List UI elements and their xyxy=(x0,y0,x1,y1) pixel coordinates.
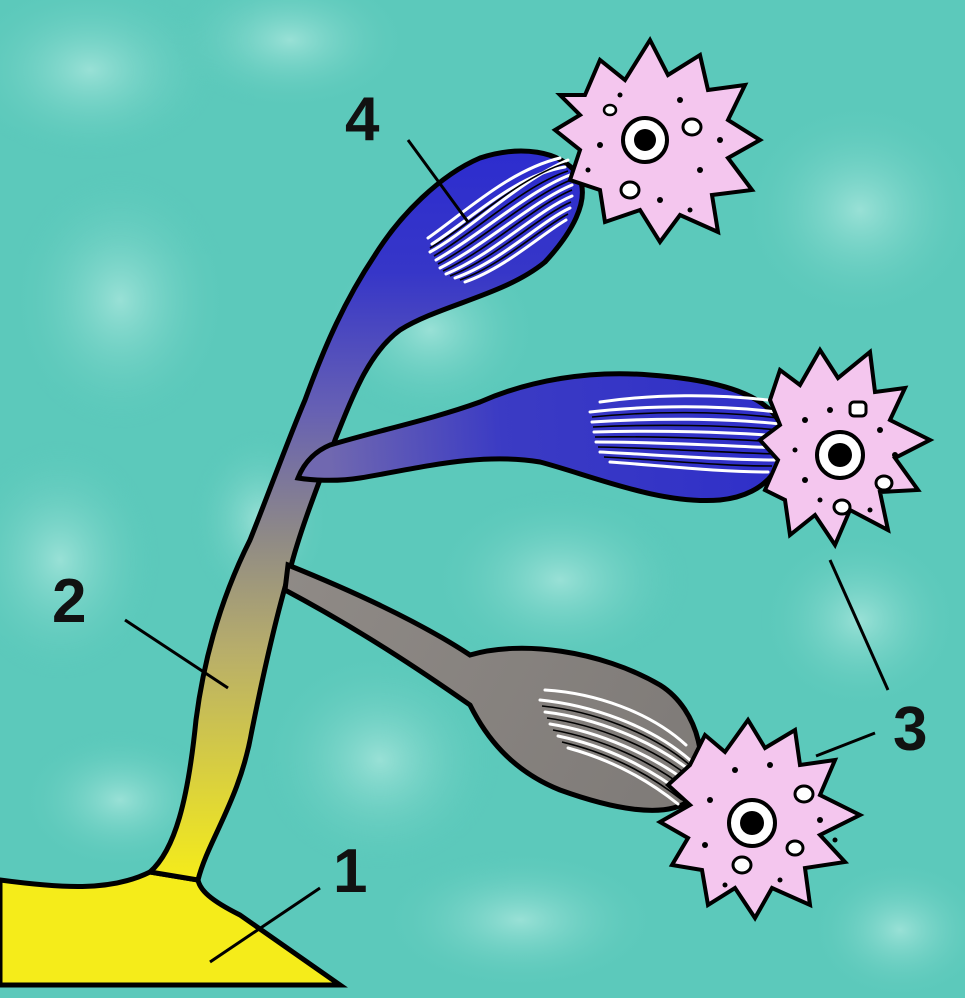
label-1: 1 xyxy=(333,837,367,906)
label-3: 3 xyxy=(893,695,927,764)
label-4: 4 xyxy=(345,85,380,154)
label-2: 2 xyxy=(52,567,86,636)
